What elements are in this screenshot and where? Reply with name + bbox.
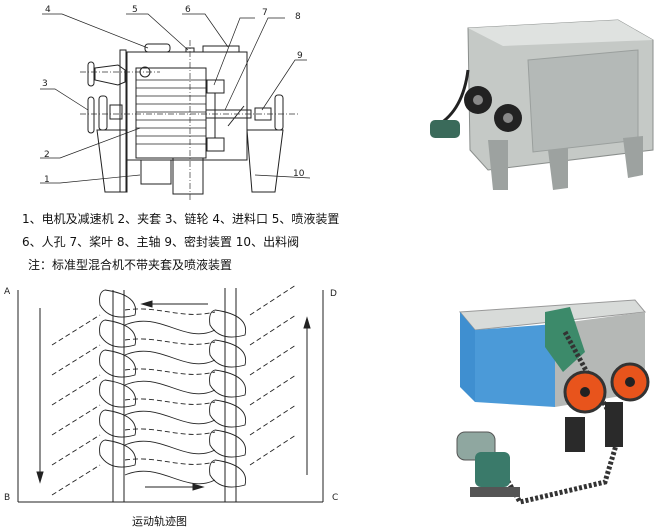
callout-4: 4	[45, 5, 51, 15]
callout-10: 10	[293, 169, 305, 179]
arrow-left	[140, 300, 153, 308]
flow-line	[51, 434, 101, 466]
arrow-right	[192, 483, 205, 491]
corner-c: C	[332, 493, 338, 503]
callout-8: 8	[295, 12, 301, 22]
flow-line	[51, 314, 101, 346]
paddle-loop-left	[99, 319, 137, 348]
arrow-up	[303, 316, 311, 329]
corner-a: A	[4, 287, 11, 297]
paddle-loop-right	[209, 369, 247, 398]
callout-7: 7	[262, 8, 268, 18]
flow-curve-dashed	[124, 308, 216, 315]
trajectory-caption: 运动轨迹图	[132, 515, 187, 528]
flow-line	[51, 404, 101, 436]
flow-curve-dashed	[124, 458, 216, 465]
motion-trajectory-diagram: A B C D	[4, 284, 338, 503]
callout-9: 9	[297, 51, 303, 61]
flow-line	[51, 344, 101, 376]
mixer-photo-blue	[456, 299, 650, 505]
paddle-loop-left	[99, 289, 137, 318]
flow-curve-dashed	[124, 428, 216, 435]
legend-line-2: 6、人孔 7、桨叶 8、主轴 9、密封装置 10、出料阀	[22, 235, 300, 249]
paddle-loop-left	[99, 409, 137, 438]
paddle-loop-right	[209, 459, 247, 488]
callout-6: 6	[185, 5, 191, 15]
flow-curve	[124, 410, 216, 425]
flow-curve	[124, 470, 216, 485]
flow-curve	[124, 380, 216, 395]
flow-line	[249, 404, 297, 436]
callout-1: 1	[44, 175, 50, 185]
paddle-loop-right	[209, 429, 247, 458]
flow-line	[249, 434, 297, 466]
callout-2: 2	[44, 150, 50, 160]
paddle-loop-left	[99, 379, 137, 408]
flow-line	[249, 314, 297, 346]
flow-curve	[124, 440, 216, 455]
paddle-loop-left	[99, 439, 137, 468]
flow-curve-dashed	[124, 398, 216, 405]
callout-3: 3	[42, 79, 48, 89]
paddle-loop-right	[209, 399, 247, 428]
flow-curve	[124, 350, 216, 365]
mixer-photo-grey	[430, 19, 654, 190]
paddle-loop-right	[209, 339, 247, 368]
flow-line	[51, 374, 101, 406]
flow-curve	[124, 320, 216, 335]
flow-line	[249, 344, 297, 376]
flow-line	[249, 284, 297, 316]
corner-d: D	[330, 289, 337, 299]
flow-curve-dashed	[124, 368, 216, 375]
corner-b: B	[4, 493, 10, 503]
mixer-structure-drawing: 4 5 6 7 8 9 3 2 1 10	[40, 5, 311, 200]
flow-curve-dashed	[124, 338, 216, 345]
callout-5: 5	[132, 5, 138, 15]
paddle-loop-left	[99, 349, 137, 378]
flow-line	[51, 464, 101, 496]
legend-note: 注：标准型混合机不带夹套及喷液装置	[28, 258, 233, 272]
arrow-down	[36, 471, 44, 484]
flow-line	[249, 374, 297, 406]
paddle-loop-right	[209, 309, 247, 338]
legend-line-1: 1、电机及减速机 2、夹套 3、链轮 4、进料口 5、喷液装置	[22, 212, 340, 226]
